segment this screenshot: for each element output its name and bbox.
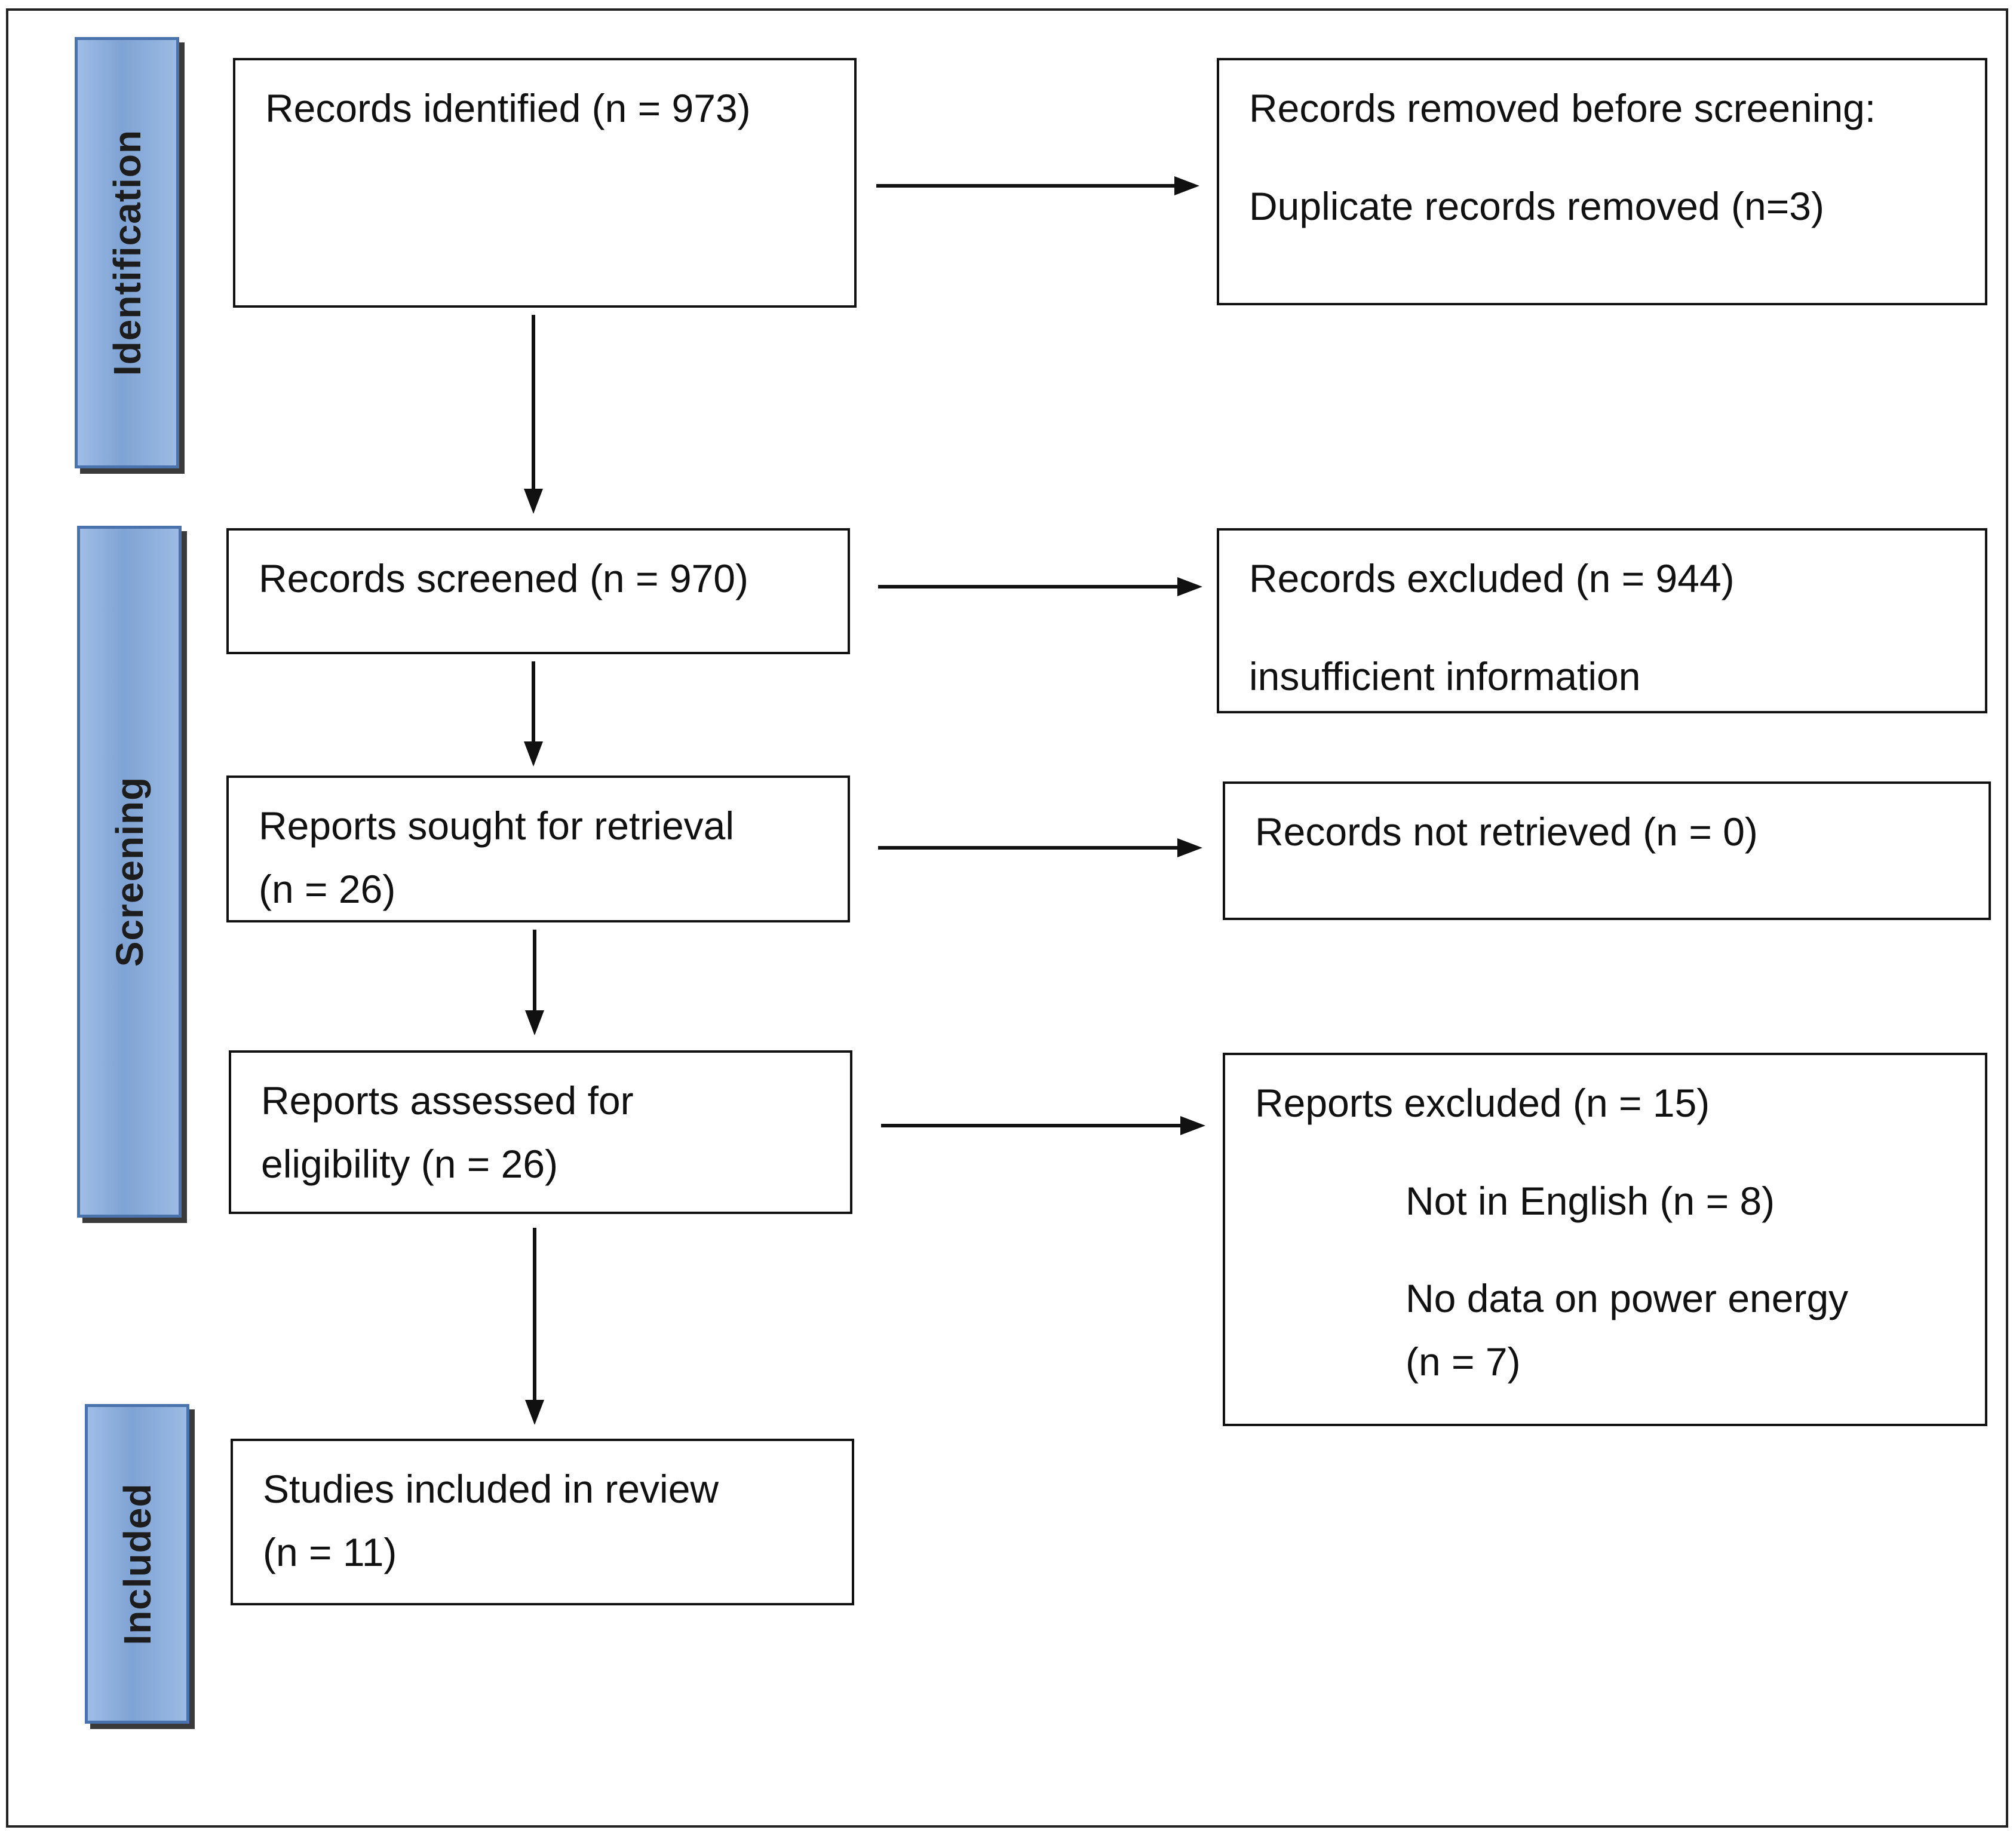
records-not-retrieved-text: Records not retrieved (n = 0) <box>1255 810 1758 854</box>
arrowhead-identified-to-screened <box>524 489 543 514</box>
records-identified-text: Records identified (n = 973) <box>265 86 751 130</box>
reports-assessed-box: Reports assessed for eligibility (n = 26… <box>229 1050 852 1214</box>
reports-excluded-reason-data-line1: No data on power energy <box>1406 1276 1849 1321</box>
arrowhead-sought-to-not-retrieved <box>1177 838 1202 857</box>
removed-before-screening-box: Records removed before screening: Duplic… <box>1217 58 1987 305</box>
phase-screening: Screening <box>77 526 182 1218</box>
records-excluded-box: Records excluded (n = 944) insufficient … <box>1217 528 1987 713</box>
studies-included-box: Studies included in review (n = 11) <box>231 1439 854 1605</box>
arrowhead-sought-to-assessed <box>525 1010 544 1035</box>
records-screened-text: Records screened (n = 970) <box>259 556 748 600</box>
phase-identification: Identification <box>75 37 179 468</box>
reports-sought-box: Reports sought for retrieval (n = 26) <box>226 776 850 922</box>
records-not-retrieved-box: Records not retrieved (n = 0) <box>1223 781 1991 920</box>
arrowhead-assessed-to-excluded <box>1180 1116 1205 1135</box>
reports-excluded-reason-data-line2: (n = 7) <box>1406 1339 1521 1384</box>
reports-assessed-line1: Reports assessed for <box>261 1078 634 1123</box>
diagram-frame <box>6 8 2008 1828</box>
arrowhead-screened-to-excluded <box>1177 577 1202 596</box>
reports-excluded-reason-english: Not in English (n = 8) <box>1406 1178 1775 1223</box>
records-excluded-reason: insufficient information <box>1249 654 1641 698</box>
records-screened-box: Records screened (n = 970) <box>226 528 850 654</box>
arrowhead-identified-to-removed <box>1174 176 1199 195</box>
reports-excluded-title: Reports excluded (n = 15) <box>1255 1081 1710 1125</box>
records-excluded-title: Records excluded (n = 944) <box>1249 556 1735 600</box>
reports-assessed-line2: eligibility (n = 26) <box>261 1141 559 1186</box>
reports-sought-line2: (n = 26) <box>259 866 396 911</box>
arrowhead-screened-to-sought <box>524 741 543 767</box>
studies-included-line1: Studies included in review <box>263 1467 719 1511</box>
phase-included: Included <box>85 1404 189 1724</box>
studies-included-line2: (n = 11) <box>263 1529 397 1574</box>
reports-excluded-box: Reports excluded (n = 15) Not in English… <box>1223 1053 1987 1426</box>
removed-before-screening-title: Records removed before screening: <box>1249 86 1876 130</box>
records-identified-box: Records identified (n = 973) <box>233 58 857 308</box>
duplicates-removed-text: Duplicate records removed (n=3) <box>1249 183 1824 228</box>
reports-sought-line1: Reports sought for retrieval <box>259 804 735 848</box>
arrowhead-assessed-to-included <box>525 1400 544 1425</box>
